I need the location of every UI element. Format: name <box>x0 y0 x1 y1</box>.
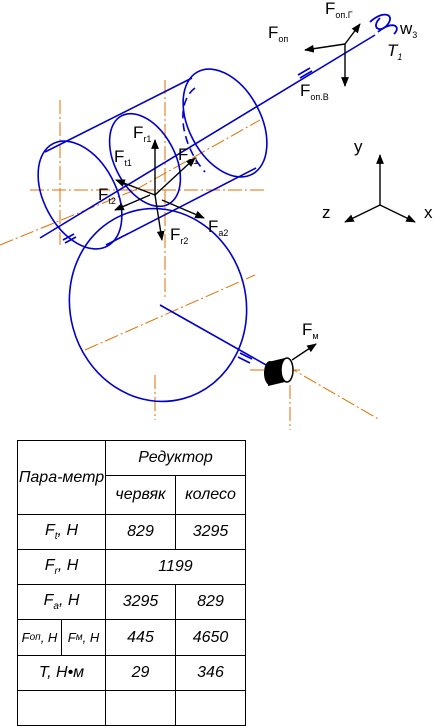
table-row: Ft, Н 829 3295 <box>17 514 246 550</box>
worm-gear-force-diagram: Fr1 Ft1 Fa1 Ft2 Fr2 Fa2 Fоп Fоп.Г Fоп.В … <box>0 0 433 430</box>
value-fop: 445 <box>105 619 176 656</box>
worm-cylinder <box>37 68 268 250</box>
axis-z-label: z <box>322 203 331 222</box>
label-fm: Fм <box>302 320 319 341</box>
wheel-header: колесо <box>175 475 246 515</box>
worm-shaft <box>39 34 376 244</box>
value-ft-worm: 829 <box>105 514 176 550</box>
rotation-icon <box>369 13 398 35</box>
table-row: Fa, Н 3295 829 <box>17 584 246 620</box>
value-torque-worm: 29 <box>105 655 176 691</box>
table-row <box>17 690 246 726</box>
empty-cell <box>17 690 106 726</box>
force-labels: Fr1 Ft1 Fa1 Ft2 Fr2 Fa2 Fоп Fоп.Г Fоп.В … <box>98 0 417 341</box>
label-fr1: Fr1 <box>133 123 151 144</box>
label-ft2: Ft2 <box>98 185 116 206</box>
label-fa2: Fa2 <box>208 217 228 238</box>
coordinate-axes <box>344 154 416 223</box>
value-fr: 1199 <box>105 549 246 585</box>
output-coupling <box>264 357 294 386</box>
worm-wheel <box>68 207 276 403</box>
label-fr2: Fr2 <box>170 225 188 246</box>
label-t1: T1 <box>387 41 402 62</box>
empty-cell <box>175 690 246 726</box>
table-row: T, Н•м 29 346 <box>17 655 246 691</box>
value-ft-wheel: 3295 <box>175 514 246 550</box>
label-fopv: Fоп.В <box>300 81 329 102</box>
param-fa: Fa, Н <box>17 584 106 620</box>
empty-cell <box>105 690 176 726</box>
label-w3: w3 <box>399 19 417 40</box>
value-torque-wheel: 346 <box>175 655 246 691</box>
worm-header: червяк <box>105 475 176 515</box>
center-lines <box>0 80 381 430</box>
axis-labels: y z x <box>322 137 433 222</box>
parameters-table: Пара-метр Редуктор червяк колесо Ft, Н 8… <box>17 440 246 726</box>
label-fop: Fоп <box>268 23 288 44</box>
param-header: Пара-метр <box>17 440 106 515</box>
axis-x-label: x <box>424 203 433 222</box>
param-fr: Fr, Н <box>17 549 106 585</box>
value-fa-worm: 3295 <box>105 584 176 620</box>
value-fm: 4650 <box>175 619 246 656</box>
force-arrows <box>114 23 361 361</box>
value-fa-wheel: 829 <box>175 584 246 620</box>
label-ft1: Ft1 <box>114 147 132 168</box>
param-torque: T, Н•м <box>17 655 106 691</box>
axis-y-label: y <box>354 137 363 156</box>
param-ft: Ft, Н <box>17 514 106 550</box>
table-row: Fr, Н 1199 <box>17 549 246 585</box>
label-fopg: Fоп.Г <box>325 0 353 20</box>
reducer-header: Редуктор <box>105 440 246 476</box>
label-fa1: Fa1 <box>178 145 198 166</box>
